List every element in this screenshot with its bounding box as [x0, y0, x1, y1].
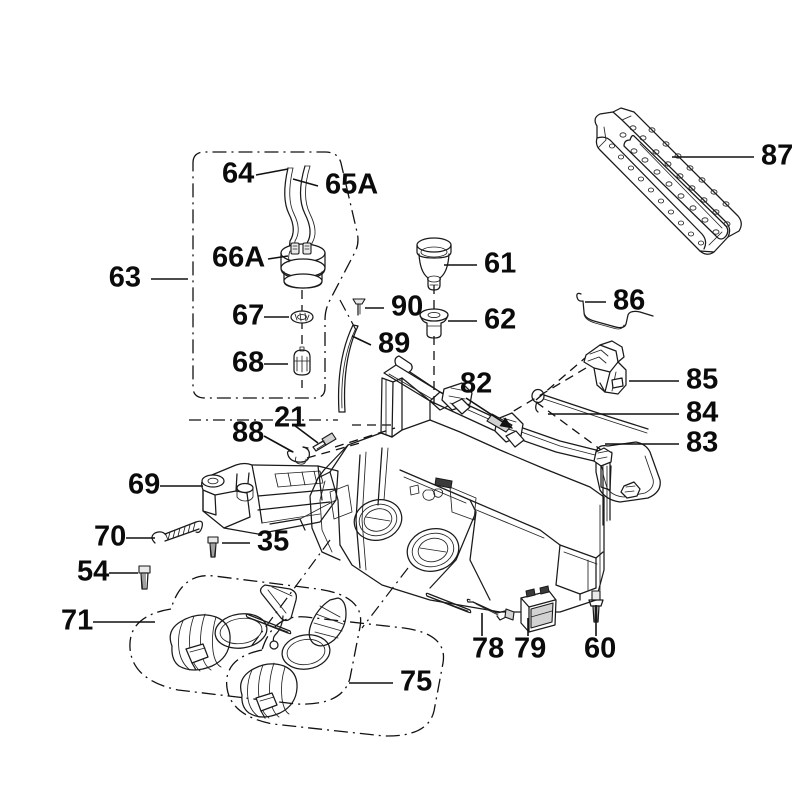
kit-71-contents [169, 584, 297, 672]
part-88-retaining-clip [286, 446, 310, 465]
part-70-tension-spring [151, 520, 203, 544]
kit-75-contents [240, 597, 347, 719]
callout-label-66A[interactable]: 66A [212, 242, 265, 274]
part-86-throttle-link-rod [576, 292, 654, 330]
part-85-throttle-trigger [583, 340, 627, 395]
callout-label-83[interactable]: 83 [686, 427, 718, 459]
part-79-stop-switch [520, 585, 557, 633]
leader-21 [293, 424, 319, 444]
leader-65A [292, 178, 319, 187]
callout-label-21[interactable]: 21 [274, 402, 306, 434]
arrow-leader-lines [465, 397, 514, 429]
part-83-rear-handle-bar [593, 441, 661, 503]
callout-label-64[interactable]: 64 [222, 158, 254, 190]
part-78-wire-lead-long [425, 592, 515, 621]
axis-dash-83-to-body [535, 401, 609, 456]
part-69-tank-bottom-shell [201, 462, 339, 535]
callout-label-89[interactable]: 89 [378, 328, 410, 360]
callout-label-84[interactable]: 84 [686, 397, 718, 429]
callout-label-69[interactable]: 69 [128, 469, 160, 501]
part-67-washer [290, 310, 314, 324]
callout-label-71[interactable]: 71 [61, 605, 93, 637]
leader-89 [351, 335, 372, 346]
callout-label-67[interactable]: 67 [232, 300, 264, 332]
axis-dash-88-to-body [306, 442, 361, 459]
part-84-brake-link-wire [531, 388, 649, 434]
callout-label-78[interactable]: 78 [472, 633, 504, 665]
callout-label-87[interactable]: 87 [761, 140, 793, 172]
axis-dash-84-eyelet [535, 351, 593, 401]
part-65a-fuel-hose-long [299, 165, 316, 254]
part-21-screw [312, 432, 337, 452]
callout-label-75[interactable]: 75 [400, 666, 432, 698]
callout-label-86[interactable]: 86 [613, 285, 645, 317]
part-68-fuel-filter [293, 346, 311, 376]
part-61-primer-bulb [416, 237, 452, 291]
callout-label-68[interactable]: 68 [232, 347, 264, 379]
part-60-screw-tank [588, 590, 604, 623]
callout-label-54[interactable]: 54 [77, 556, 109, 588]
callout-label-61[interactable]: 61 [484, 248, 516, 280]
leader-64 [255, 168, 289, 176]
leader-66A [267, 255, 289, 260]
callout-label-88[interactable]: 88 [232, 417, 264, 449]
grip-perforations [608, 125, 731, 246]
callout-label-35[interactable]: 35 [257, 526, 289, 558]
group-box-63 [192, 151, 359, 399]
part-90-screw-small [352, 298, 366, 316]
callout-label-82[interactable]: 82 [460, 368, 492, 400]
callout-label-70[interactable]: 70 [94, 521, 126, 553]
callout-label-79[interactable]: 79 [514, 633, 546, 665]
callout-label-85[interactable]: 85 [686, 364, 718, 396]
group-box-75 [226, 616, 445, 737]
leader-82-arrowhead [499, 417, 514, 429]
part-62-grommet [419, 308, 449, 339]
part-54-screw-long [138, 565, 151, 590]
group-box-71 [129, 574, 362, 705]
callout-label-62[interactable]: 62 [484, 304, 516, 336]
leader-88 [263, 435, 294, 453]
callout-label-90[interactable]: 90 [391, 291, 423, 323]
callout-label-65A[interactable]: 65A [325, 169, 378, 201]
part-66a-fuel-tank-cap [280, 242, 326, 289]
part-87-front-handle-grip [594, 107, 742, 255]
axis-dash-21-to-body [334, 427, 396, 448]
leader-lines [93, 156, 754, 684]
callout-label-63[interactable]: 63 [109, 262, 141, 294]
part-35-screw-flanged [207, 536, 219, 558]
callout-label-60[interactable]: 60 [584, 633, 616, 665]
